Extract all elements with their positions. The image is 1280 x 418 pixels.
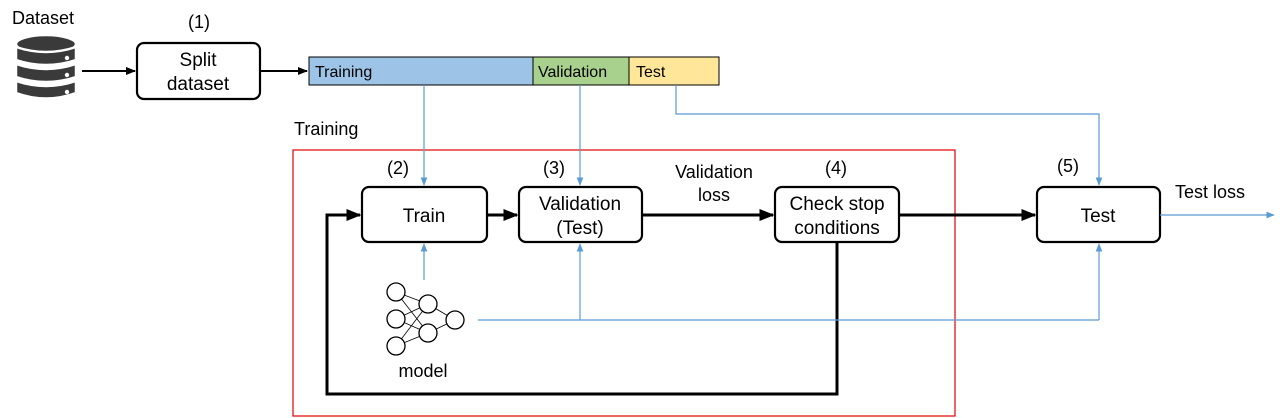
model-label: model (398, 361, 447, 381)
training-segment-label: Training (315, 64, 372, 81)
step-5-label: (5) (1057, 156, 1079, 176)
validation-segment (532, 56, 630, 86)
step-2-label: (2) (387, 158, 409, 178)
test-segment-label: Test (636, 64, 666, 81)
training-region (292, 149, 956, 417)
step-1-label: (1) (188, 12, 210, 32)
validation-box-line2: (Test) (556, 218, 604, 239)
split-dataset-line2: dataset (167, 74, 230, 95)
arrow-test-data-to-test (675, 85, 1103, 186)
test-segment (628, 56, 720, 86)
database-icon (14, 33, 78, 100)
test-loss-label: Test loss (1175, 182, 1245, 202)
split-dataset-line1: Split (180, 50, 218, 71)
validation-loss-line2: loss (698, 185, 730, 205)
arrow-loop-back-to-train (325, 209, 839, 396)
train-box-label: Train (403, 206, 446, 227)
neural-network-icon (386, 282, 465, 356)
training-region-label: Training (294, 119, 358, 139)
check-stop-line1: Check stop (789, 194, 884, 215)
test-box-label: Test (1081, 206, 1117, 227)
dataset-label: Dataset (12, 8, 74, 28)
validation-segment-label: Validation (538, 64, 607, 81)
validation-loss-line1: Validation (675, 162, 753, 182)
step-3-label: (3) (543, 158, 565, 178)
validation-box-line1: Validation (539, 194, 621, 215)
training-segment (308, 56, 534, 86)
check-stop-line2: conditions (794, 218, 880, 239)
step-4-label: (4) (825, 158, 847, 178)
